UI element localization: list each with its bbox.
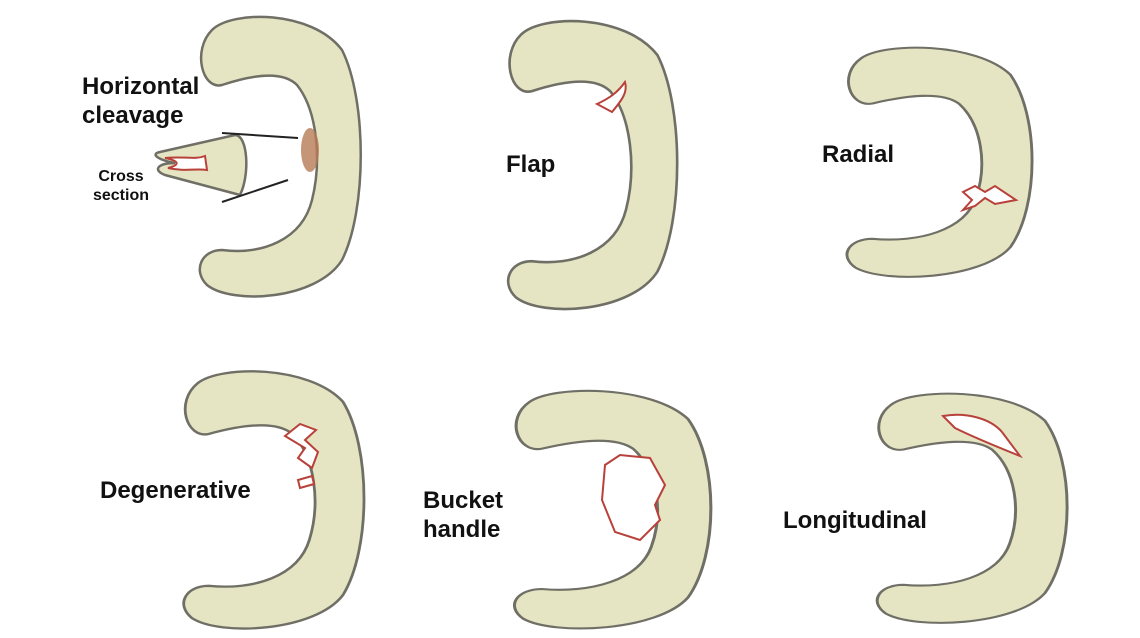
meniscus-bucket-handle [512, 389, 713, 630]
meniscus-flap [506, 19, 679, 311]
meniscus-horizontal-cleavage [154, 15, 362, 298]
meniscus-radial [845, 46, 1034, 279]
label-longitudinal: Longitudinal [783, 507, 927, 534]
meniscus-longitudinal [875, 392, 1069, 625]
label-radial: Radial [822, 141, 895, 168]
label-degenerative: Degenerative [100, 477, 251, 504]
label-cross-section: Cross section [92, 168, 149, 204]
label-flap: Flap [506, 151, 556, 178]
meniscus-degenerative [182, 369, 366, 630]
label-horizontal-cleavage: Horizontal cleavage [82, 73, 200, 129]
label-bucket-handle: Bucket handle [423, 487, 504, 543]
